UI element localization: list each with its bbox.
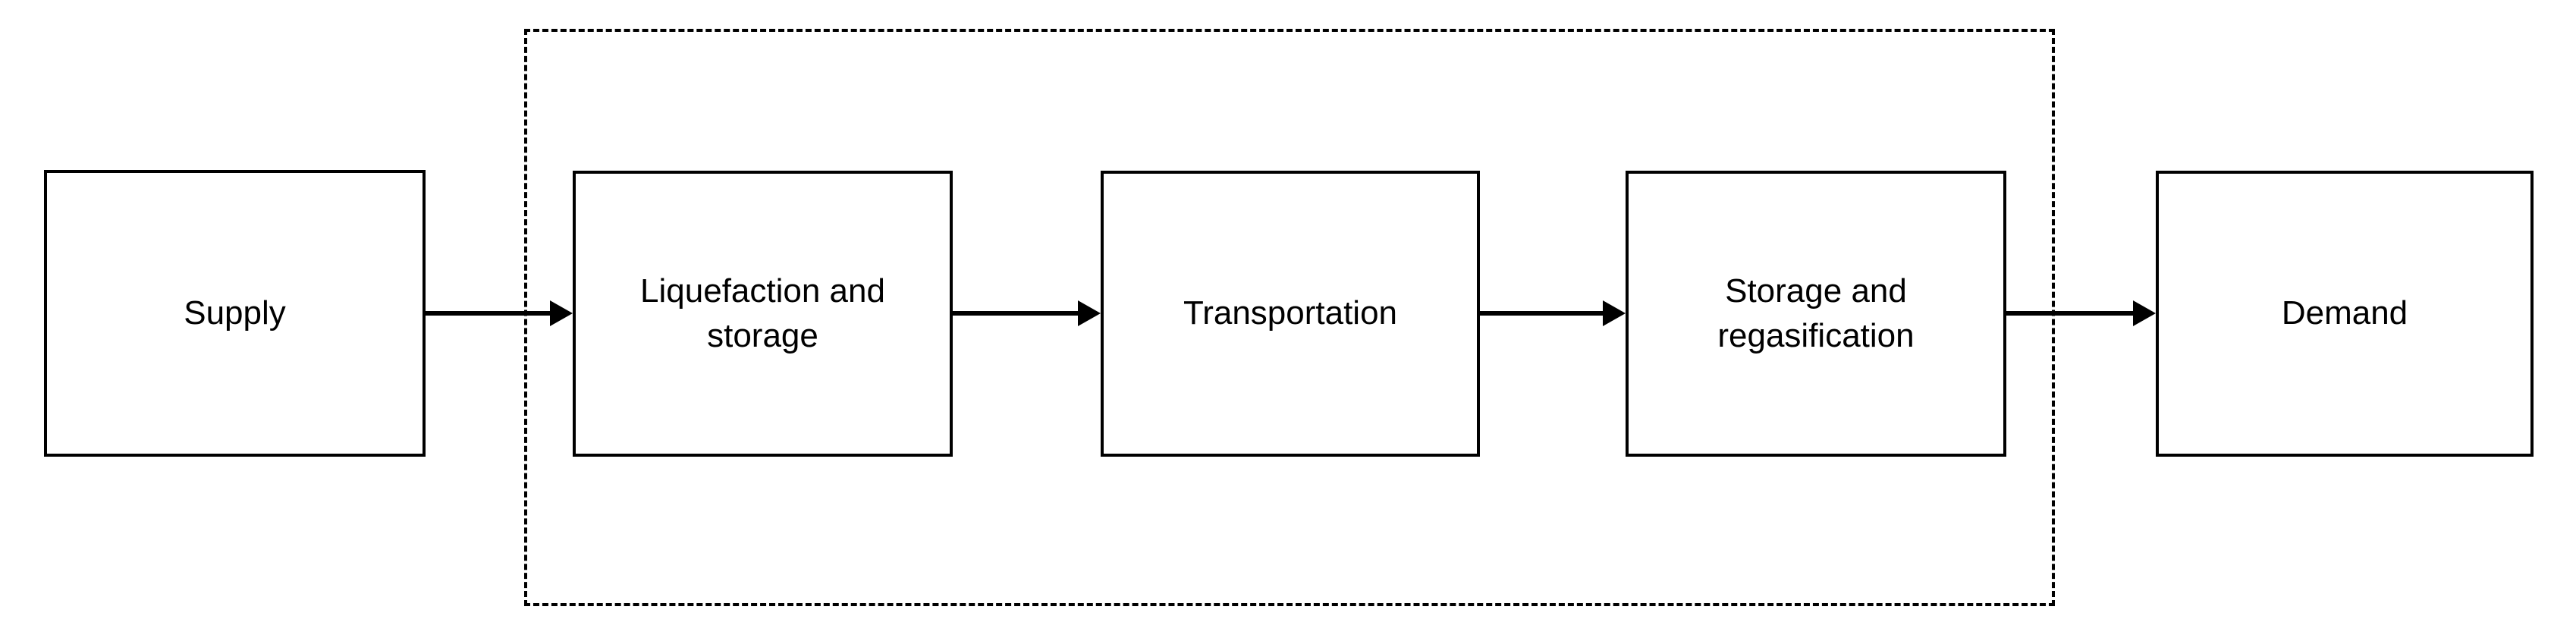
node-liquefaction-and-storage-label: Liquefaction and storage bbox=[640, 272, 885, 354]
node-transportation[interactable]: Transportation bbox=[1101, 171, 1480, 457]
node-supply-label: Supply bbox=[184, 294, 286, 332]
node-supply[interactable]: Supply bbox=[44, 170, 426, 457]
node-liquefaction-and-storage[interactable]: Liquefaction and storage bbox=[573, 171, 953, 457]
node-demand[interactable]: Demand bbox=[2156, 171, 2534, 457]
node-demand-label: Demand bbox=[2281, 294, 2408, 332]
node-storage-and-regasification[interactable]: Storage and regasification bbox=[1626, 171, 2006, 457]
dashed-boundary-region bbox=[524, 29, 2055, 606]
node-transportation-label: Transportation bbox=[1183, 294, 1398, 332]
arrow-head-icon bbox=[2133, 300, 2156, 326]
node-storage-and-regasification-label: Storage and regasification bbox=[1717, 272, 1915, 354]
